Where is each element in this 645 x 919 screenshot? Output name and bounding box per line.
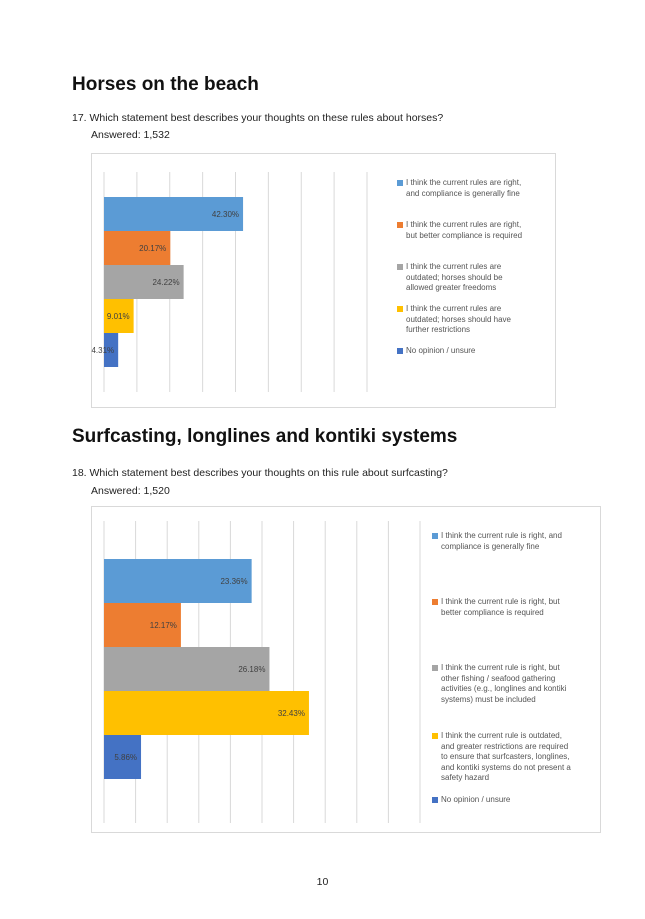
surfcasting-bar-chart: 23.36% 12.17% 26.18% 32.43% 5.86% I think th… [91,506,601,833]
horses-bar-3 [104,265,184,299]
surfcasting-legend-swatch [432,797,438,803]
horses-bar-label-3: 24.22% [152,278,179,287]
section-heading-horses: Horses on the beach [72,74,259,95]
surfcasting-bar-label-1: 23.36% [220,577,247,586]
surfcasting-bar-label-4: 32.43% [278,709,305,718]
section-heading-surfcasting: Surfcasting, longlines and kontiki syste… [72,426,458,447]
page-number: 10 [316,876,329,888]
horses-legend-swatch [397,264,403,270]
horses-bar-label-4: 9.01% [107,312,130,321]
horses-legend-swatch [397,348,403,354]
horses-legend-swatch [397,306,403,312]
horses-bar-label-5: 4.31% [91,346,114,355]
horses-legend-label: I think the current rules are right,and … [406,178,522,198]
surfcasting-bar-4 [104,691,309,735]
surfcasting-legend-label: No opinion / unsure [441,795,511,804]
surfcasting-legend-swatch [432,533,438,539]
surfcasting-legend-label: I think the current rule is outdated,and… [441,731,571,782]
horses-legend-swatch [397,180,403,186]
horses-legend-label: No opinion / unsure [406,346,476,355]
horses-bar-2 [104,231,171,265]
surfcasting-bar-label-2: 12.17% [150,621,177,630]
horses-bar-5 [104,333,119,367]
horses-bar-1 [104,197,244,231]
horses-legend-swatch [397,222,403,228]
horses-bar-label-1: 42.30% [212,210,239,219]
answered-count-17: Answered: 1,532 [91,129,170,141]
question-18: 18. Which statement best describes your … [72,467,448,479]
horses-bar-chart: 42.30% 20.17% 24.22% 9.01% 4.31% I think the… [91,153,556,408]
horses-chart-plot: 42.30% 20.17% 24.22% 9.01% 4.31% [91,172,368,392]
surfcasting-bar-1 [104,559,252,603]
horses-legend-label: I think the current rules are right,but … [406,220,523,240]
surfcasting-legend-swatch [432,665,438,671]
surfcasting-bar-3 [104,647,270,691]
surfcasting-chart-plot: 23.36% 12.17% 26.18% 32.43% 5.86% [103,521,421,823]
surfcasting-legend-swatch [432,599,438,605]
horses-bar-label-2: 20.17% [139,244,166,253]
surfcasting-bar-5 [104,735,142,779]
surfcasting-bar-2 [104,603,181,647]
surfcasting-bar-label-3: 26.18% [238,665,265,674]
answered-count-18: Answered: 1,520 [91,485,170,497]
horses-bar-4 [104,299,134,333]
surfcasting-bar-label-5: 5.86% [114,753,137,762]
surfcasting-legend-swatch [432,733,438,739]
question-17: 17. Which statement best describes your … [72,112,444,124]
